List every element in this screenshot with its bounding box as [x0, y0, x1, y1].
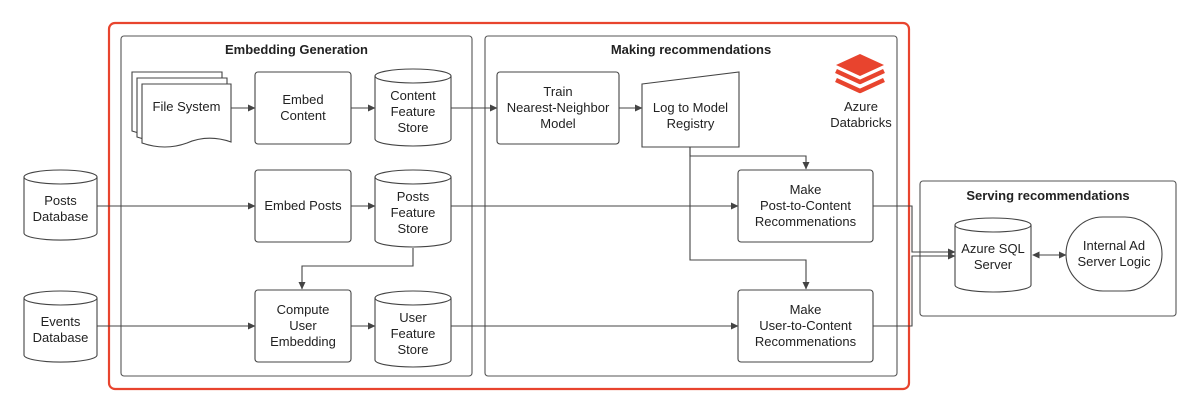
databricks-name: Azure Databricks [830, 99, 892, 130]
posts-db-label: Posts Database [32, 193, 89, 224]
edges [97, 104, 1067, 330]
embed-posts-label: Embed Posts [264, 198, 342, 213]
edge-user-rec-to-sql [873, 252, 956, 327]
ad-server-shape [1065, 216, 1163, 292]
embed-content-box [254, 71, 352, 145]
user-store-label: User Feature Store [390, 310, 436, 357]
embed-content-label: Embed Content [280, 92, 326, 123]
user-rec-label: Make User-to-Content Recommenations [754, 302, 857, 349]
file-system-label: File System [152, 99, 221, 114]
events-db-cylinder [23, 290, 98, 363]
serving-panel-title: Serving recommendations [966, 188, 1130, 203]
edge-post-rec-to-sql [873, 205, 956, 256]
content-store-cylinder [374, 68, 452, 147]
databricks-logo-icon [835, 54, 885, 94]
compute-user-label: Compute User Embedding [270, 302, 336, 349]
log-registry-shape [641, 71, 740, 148]
train-nn-box [496, 71, 620, 145]
posts-db-cylinder [23, 169, 98, 241]
post-rec-box [737, 169, 874, 243]
posts-store-label: Posts Feature Store [390, 189, 436, 236]
serving-panel [919, 180, 1177, 317]
posts-store-cylinder [374, 169, 452, 248]
compute-user-box [254, 289, 352, 363]
recommend-panel-title: Making recommendations [610, 42, 772, 57]
log-registry-label: Log to Model Registry [652, 99, 729, 131]
ad-server-label: Internal Ad Server Logic [1077, 238, 1151, 269]
azure-sql-cylinder [954, 217, 1032, 293]
events-db-label: Events Database [32, 314, 89, 345]
azure-sql-label: Azure SQL Server [961, 241, 1025, 272]
edge-log-to-post-rec [689, 147, 810, 170]
file-system-shape [131, 71, 232, 148]
embed-posts-box [254, 169, 352, 243]
train-nn-label: Train Nearest-Neighbor Model [506, 84, 610, 131]
edge-log-to-user-rec [689, 147, 810, 290]
user-rec-box [737, 289, 874, 363]
edge-postsstore-to-compute [298, 248, 414, 290]
post-rec-label: Make Post-to-Content Recommenations [754, 182, 857, 229]
embedding-panel-title: Embedding Generation [224, 42, 368, 57]
content-store-label: Content Feature Store [390, 88, 436, 135]
user-store-cylinder [374, 290, 452, 368]
